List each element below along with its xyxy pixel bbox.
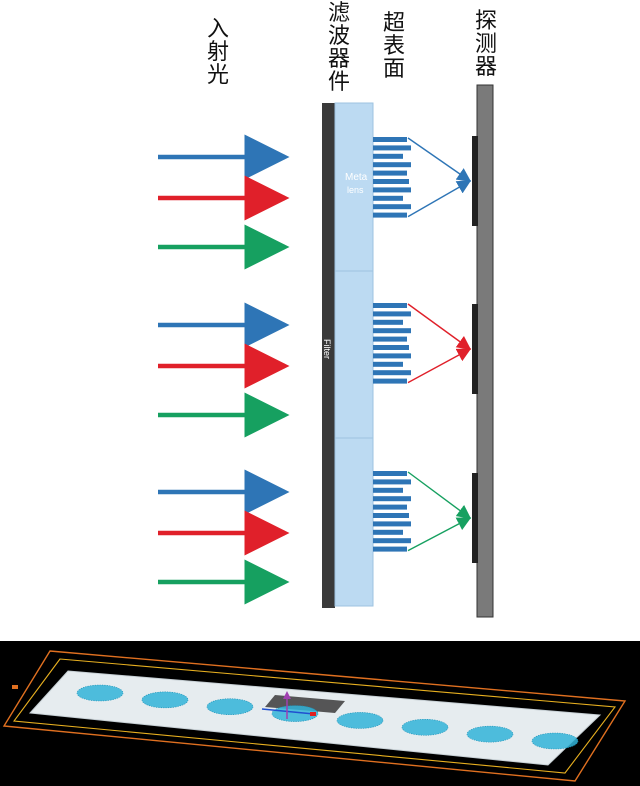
metasurface-element [373,513,409,518]
metasurface-gratings [373,137,411,552]
metasurface-element [373,187,411,193]
metasurface-element [373,521,411,527]
simulation-dots [76,684,579,750]
metasurface-element [373,496,411,502]
metasurface-element [373,319,403,325]
metasurface-element [373,546,407,552]
sim-dot [336,712,384,729]
metasurface-element [373,336,407,342]
sim-dot [76,684,124,702]
sim-source-marker [310,712,316,716]
sim-dot [206,698,254,716]
detector-pixels [472,136,478,563]
focus-ray-bottom [407,348,472,384]
metasurface-element [373,345,409,350]
focus-ray-top [407,471,472,519]
focus-ray-top [407,137,472,182]
sim-dot [271,705,319,722]
metasurface-element [373,137,407,142]
filter-bar [322,103,335,608]
metasurface-element [373,303,407,308]
metalens-text-line2: lens [347,185,364,195]
filter-text: Filter [322,339,332,359]
sim-outer-frame [2,650,627,782]
metasurface-label: 超表面 [382,11,405,82]
focus-rays [407,137,472,552]
metalens-panel [334,270,374,440]
metasurface-element [373,170,407,176]
metasurface-element [373,195,403,201]
metalens-panel [334,437,374,607]
optical-diagram: Filter Meta lens [158,84,494,618]
filter-device-label: 滤波器件 [327,1,350,95]
sim-axis-marker [283,691,291,699]
sim-port-marker [12,685,18,689]
incident-light-label: 入射光 [206,17,229,88]
metasurface-element [373,378,407,384]
focus-ray-bottom [407,517,472,552]
metasurface-element [373,204,411,210]
metasurface-element [373,353,411,359]
metasurface-element [373,212,407,218]
sim-inner-frame [12,658,617,774]
metasurface-element [373,145,411,151]
sim-dot [141,691,189,709]
metasurface-element [373,529,403,535]
metasurface-element [373,179,409,184]
detector-pixel [472,136,478,226]
metasurface-element [373,328,411,334]
incident-arrows [158,134,290,605]
metasurface-element [373,479,411,485]
metalens-text-line1: Meta [345,172,368,183]
metasurface-element [373,153,403,159]
sim-dot [531,732,579,750]
detector-pixel [472,473,478,563]
focus-ray-bottom [407,180,472,218]
sim-axis-x [261,708,315,715]
sim-dot [401,718,449,736]
metasurface-element [373,538,411,544]
simulation-render [0,641,640,786]
metasurface-element [373,471,407,476]
metasurface-element [373,370,411,376]
detector-pixel [472,304,478,394]
metasurface-element [373,311,411,317]
focus-ray-top [407,303,472,350]
detector-label: 探测器 [474,9,497,80]
detector-bar [476,84,494,618]
sim-dot [466,725,514,743]
metalens-panels [334,102,374,607]
metasurface-element [373,162,411,168]
metasurface-element [373,361,403,367]
metasurface-element [373,487,403,493]
metasurface-element [373,504,407,510]
